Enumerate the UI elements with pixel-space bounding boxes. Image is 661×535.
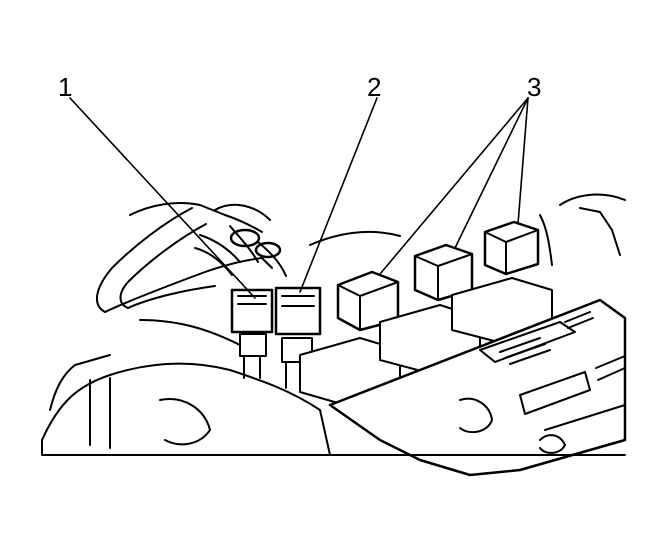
- leader-line-1: [69, 97, 256, 299]
- leader-line-2: [299, 97, 378, 293]
- callout-3-label: 3: [527, 72, 542, 102]
- leader-line-3b: [454, 97, 529, 249]
- background-engine-outline: [129, 193, 626, 266]
- connector-1: [230, 288, 274, 379]
- leader-line-3c: [517, 97, 529, 225]
- leader-lines: [69, 97, 529, 299]
- callout-2-label: 2: [367, 72, 382, 102]
- coolant-hose: [96, 207, 273, 313]
- left-foreground-components: [41, 354, 626, 456]
- ignition-coils: [299, 220, 553, 406]
- leader-line-3a: [379, 97, 529, 275]
- wiring-harness: [139, 225, 287, 346]
- callout-1-label: 1: [58, 72, 73, 102]
- engine-cover: [328, 298, 627, 477]
